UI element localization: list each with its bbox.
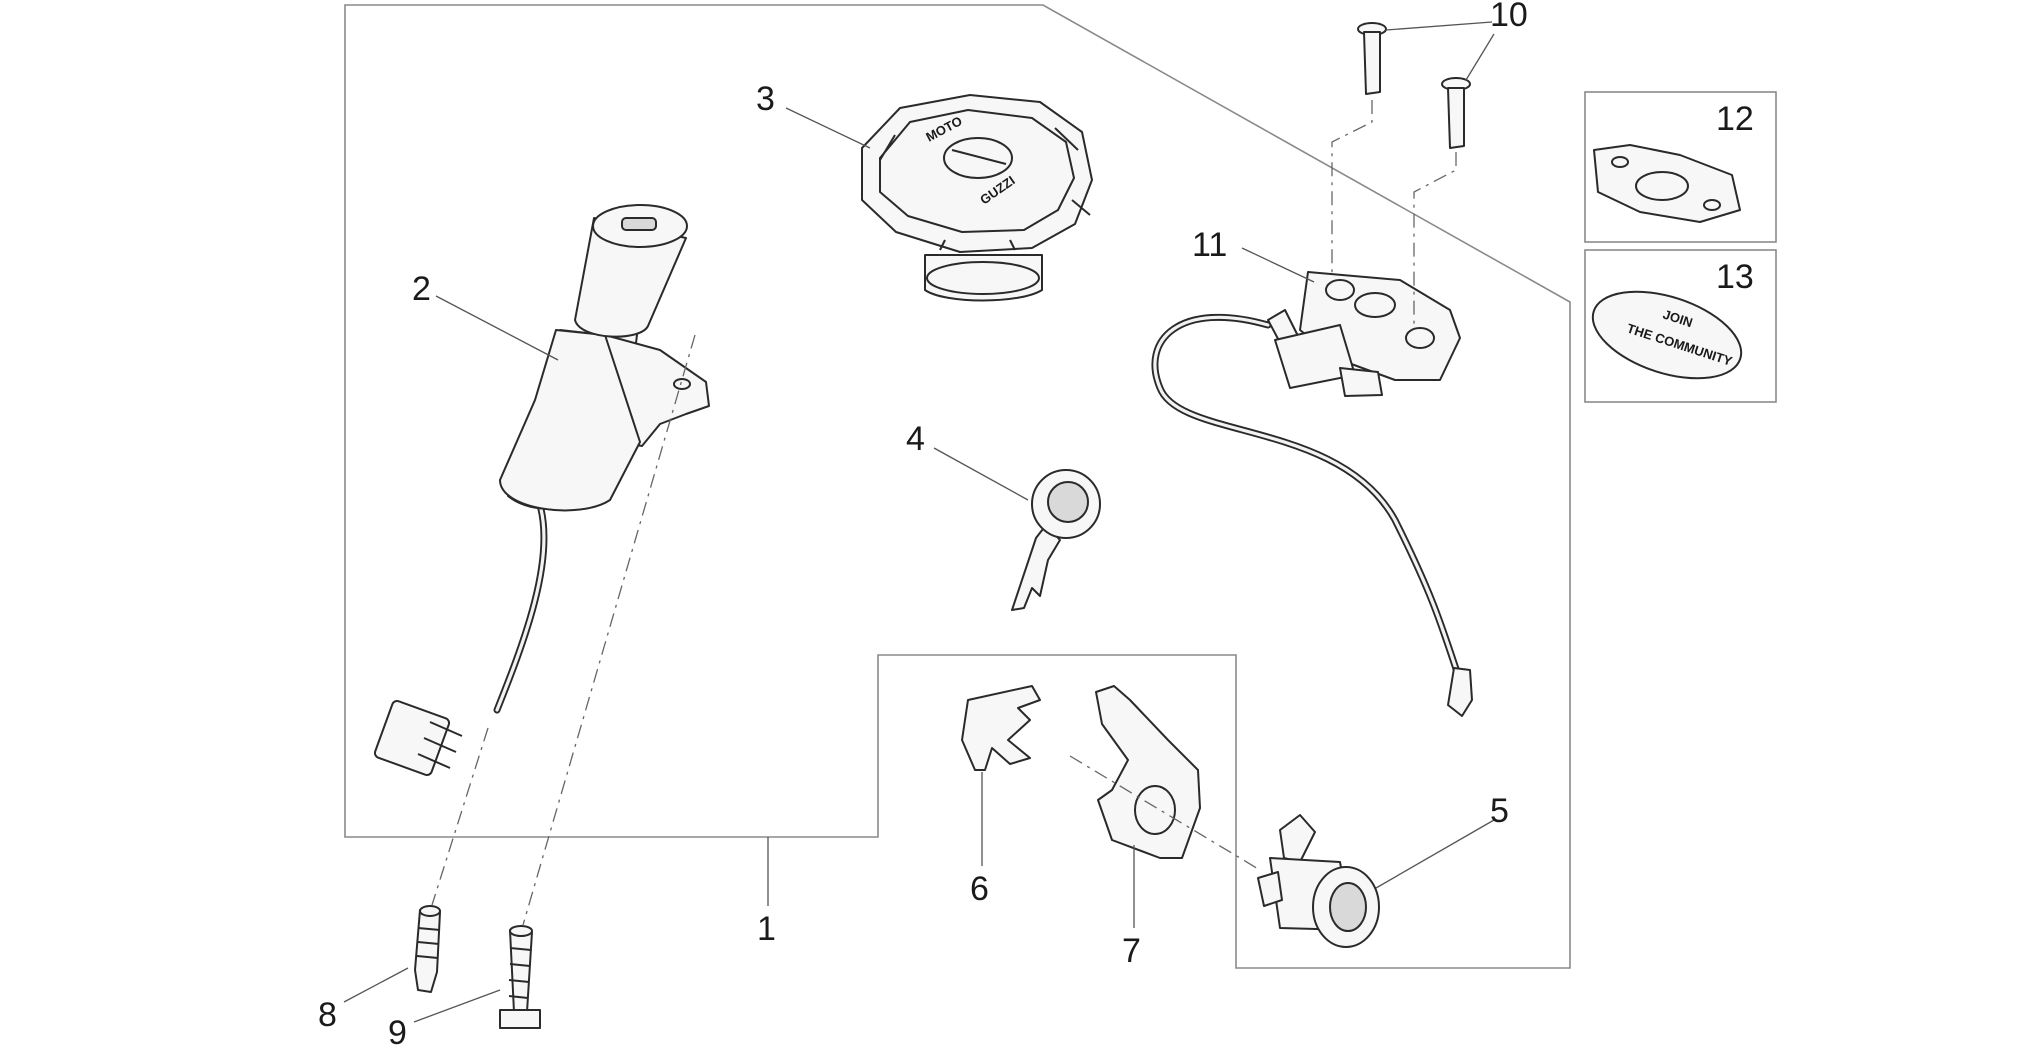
lock-cylinder-part [1257,814,1380,948]
screws-part [1357,22,1471,149]
leader-8 [343,967,409,1003]
leader-9 [413,989,501,1023]
bolt-part-9 [499,925,541,1029]
leader-10a [1385,21,1493,31]
ignition-switch-part [373,204,710,777]
fuel-cap-part: MOTO GUZZI [861,94,1093,302]
assembly-axis-lock-cylinder [1069,755,1261,871]
callout-8: 8 [318,996,337,1034]
callout-10: 10 [1490,0,1528,34]
assembly-axis-screw-right [1413,152,1457,330]
callout-2: 2 [412,270,431,308]
callout-9: 9 [388,1014,407,1045]
gasket-part [1593,144,1741,223]
group-frame-12 [1584,91,1777,243]
leader-4 [933,447,1029,501]
callout-13: 13 [1716,258,1754,296]
leader-5 [1375,819,1495,889]
leader-10b [1465,33,1495,81]
callout-11: 11 [1192,226,1227,264]
callout-7: 7 [1122,932,1141,970]
callout-6: 6 [970,870,989,908]
group-frame-13 [1584,249,1777,403]
leader-3 [785,107,871,149]
callout-12: 12 [1716,100,1754,138]
bracket-part [1095,685,1201,859]
group-frame-main [344,4,1571,969]
lock-mechanism-part [1151,271,1473,717]
callout-1: 1 [757,910,776,948]
assembly-axis-screw-left [1331,100,1373,275]
community-badge-part: JOIN THE COMMUNITY [1591,290,1743,380]
callout-5: 5 [1490,792,1509,830]
assembly-axis-bolt-8 [431,727,489,906]
bolt-part-8 [414,905,441,993]
leader-11 [1241,247,1315,283]
key-part [1011,469,1101,611]
leader-2 [435,295,559,361]
clip-part [961,685,1041,771]
callout-3: 3 [756,80,775,118]
callout-4: 4 [906,420,925,458]
